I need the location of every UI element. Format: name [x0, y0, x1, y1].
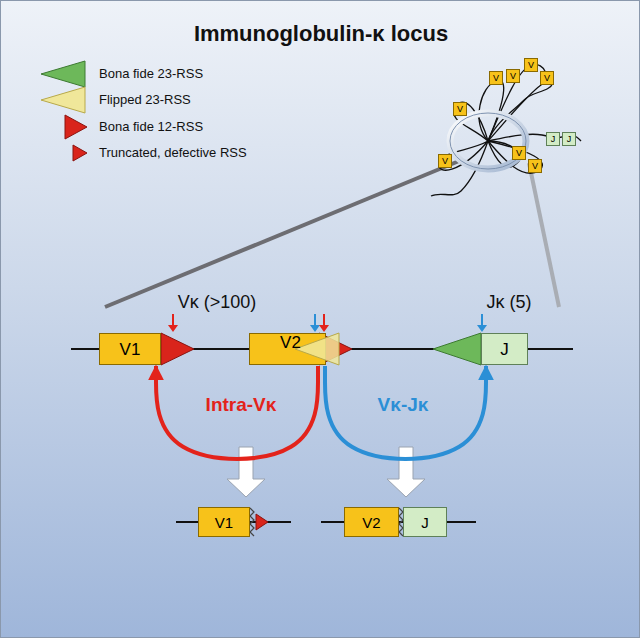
legend-text: Flipped 23-RSS [99, 92, 191, 107]
v-segment: V2 [249, 333, 326, 365]
segment-name: J [567, 135, 572, 144]
v-segment: V [528, 159, 542, 173]
title: Immunoglobulin-κ locus [194, 21, 448, 47]
segment-name: V [457, 105, 463, 114]
leader-line [529, 163, 559, 307]
legend-swatch [65, 115, 87, 139]
edge-label: Vκ-Jκ [378, 394, 429, 416]
segment-name: J [500, 341, 509, 358]
v-segment: V [489, 71, 503, 85]
segment-name: V [442, 157, 448, 166]
cut-site-arrows [168, 314, 487, 332]
zoom-ring-edge [450, 113, 526, 169]
segment-name: J [421, 515, 429, 530]
recombination-arrow [325, 366, 486, 459]
leader-line [105, 161, 459, 307]
j-segment: J [546, 132, 560, 146]
j-segment: J [562, 132, 576, 146]
legend-swatch [41, 61, 85, 87]
v-segment: V [540, 71, 554, 85]
segment-name: V [532, 162, 538, 171]
segment-name: V2 [280, 334, 301, 351]
segment-name: V1 [215, 515, 233, 530]
segment-name: V [510, 72, 516, 81]
zoom-ring [450, 113, 526, 169]
segment-name: V [493, 74, 499, 83]
result-arrow [387, 447, 425, 497]
j-segment: J [403, 507, 447, 537]
segment-name: V1 [120, 341, 141, 358]
segment-name: V [544, 74, 550, 83]
v-segment: V [506, 69, 520, 83]
chromatin-loops [431, 64, 581, 196]
v-segment: V1 [99, 333, 161, 365]
joint [250, 508, 254, 536]
segment-name: V [528, 61, 534, 70]
v-segment: V [512, 146, 526, 160]
result-arrow [227, 447, 265, 497]
segment-label: Jκ (5) [487, 292, 532, 313]
rss-12 [161, 333, 194, 365]
v-segment: V [438, 154, 452, 168]
legend-swatch [41, 87, 85, 113]
segment-name: V2 [362, 515, 380, 530]
segment-label: Vκ (>100) [178, 292, 257, 313]
legend-swatch [73, 145, 87, 161]
j-segment: J [481, 333, 528, 365]
recombination-arrow [156, 366, 318, 459]
legend-text: Bona fide 23-RSS [99, 66, 203, 81]
segment-name: V [516, 149, 522, 158]
v-segment: V1 [198, 507, 250, 537]
legend-text: Truncated, defective RSS [99, 145, 247, 160]
v-segment: V [524, 58, 538, 72]
truncated-rss [256, 514, 268, 530]
segment-name: J [551, 135, 556, 144]
v-segment: V2 [344, 507, 399, 537]
v-segment: V [453, 102, 467, 116]
edge-label: Intra-Vκ [206, 394, 277, 416]
legend-text: Bona fide 12-RSS [99, 119, 203, 134]
rss-23 [433, 333, 481, 365]
